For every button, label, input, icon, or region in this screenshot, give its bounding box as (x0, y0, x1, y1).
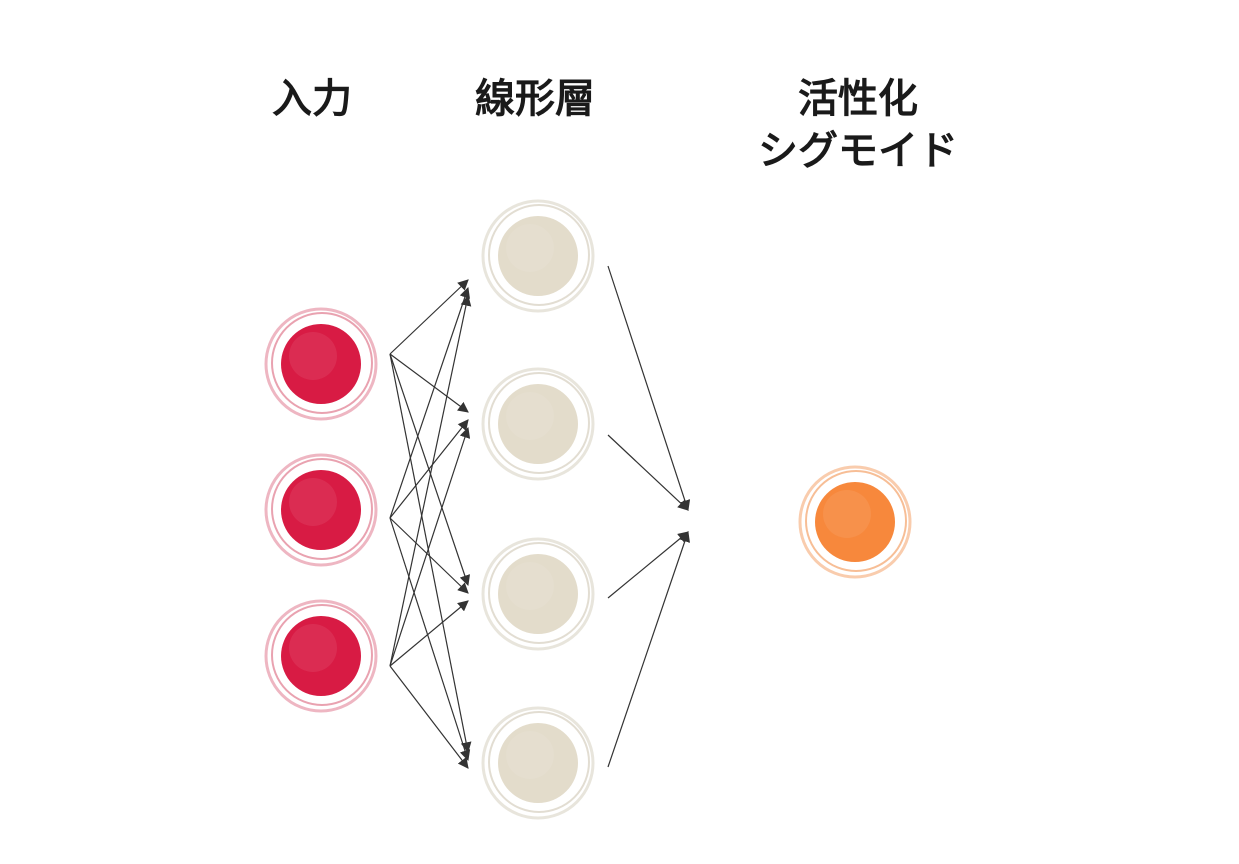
edge-linear1-to-output (607, 265, 691, 512)
edge-input3-to-linear3 (389, 600, 469, 667)
linear-node-3 (481, 537, 595, 651)
edge-input3-to-linear1 (389, 294, 472, 667)
edge-input2-to-linear4 (389, 517, 471, 762)
input-node-2 (264, 453, 378, 567)
edge-input2-to-linear3 (389, 517, 469, 594)
linear-node-1 (481, 199, 595, 313)
activation-function-label: シグモイド (758, 128, 958, 174)
input-node-3 (264, 599, 378, 713)
edge-linear4-to-output (607, 530, 690, 768)
linear-node-2 (481, 367, 595, 481)
output-node (798, 465, 912, 579)
edge-input2-to-linear2 (389, 419, 469, 519)
edge-input1-to-linear1 (389, 279, 469, 355)
network-nodes (264, 199, 912, 820)
linear-node-4 (481, 706, 595, 820)
edge-input3-to-linear2 (389, 426, 471, 667)
edge-linear3-to-output (607, 531, 689, 599)
linear-layer-label: 線形層 (475, 76, 595, 122)
input-node-1 (264, 307, 378, 421)
edge-input3-to-linear4 (389, 665, 469, 769)
input-layer-label: 入力 (272, 76, 352, 122)
edge-input1-to-linear4 (389, 353, 472, 754)
edge-input2-to-linear1 (389, 286, 470, 519)
edge-input1-to-linear2 (389, 353, 469, 413)
edge-linear2-to-output (607, 434, 689, 511)
activation-layer-label: 活性化 (798, 76, 918, 122)
connection-edges (389, 265, 691, 769)
